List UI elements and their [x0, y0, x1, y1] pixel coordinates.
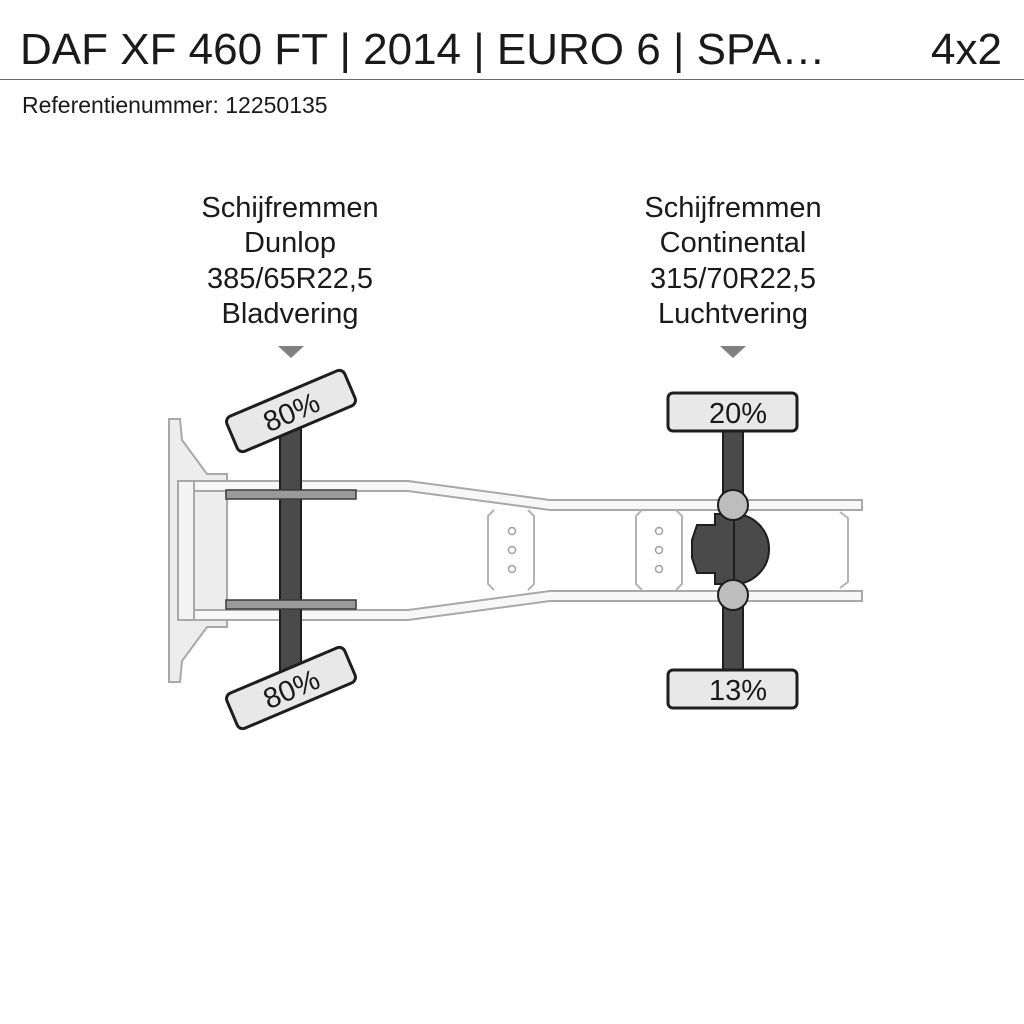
cross-member-middle [635, 509, 683, 591]
rear-axle-tire-size: 315/70R22,5 [649, 262, 817, 295]
reference-number: Referentienummer: 12250135 [22, 91, 328, 119]
front-bumper [168, 418, 228, 683]
front-axle-brakes: Schijfremmen [201, 192, 379, 224]
cross-member-rear [839, 511, 849, 589]
front-leaf-spring-right [225, 599, 357, 610]
rear-axle-tire-brand: Continental [659, 227, 807, 260]
rear-tire-right: 13% [666, 668, 799, 710]
axle-configuration: 4x2 [931, 25, 1002, 74]
front-axle-tire-brand: Dunlop [244, 227, 336, 260]
front-axle-pointer-icon [278, 346, 304, 358]
cross-member-front [487, 509, 535, 591]
front-axle [225, 427, 357, 679]
differential-housing [691, 513, 735, 585]
rear-right-tire-wear: 13% [709, 675, 767, 707]
air-bag-left [717, 489, 749, 521]
vehicle-title: DAF XF 460 FT | 2014 | EURO 6 | SPA… [20, 25, 826, 74]
front-axle-suspension: Bladvering [221, 297, 359, 330]
rear-axle-pointer-icon [720, 346, 746, 358]
rear-axle-info: Schijfremmen Continental 315/70R22,5 Luc… [573, 191, 893, 332]
reference-label: Referentienummer: [22, 92, 219, 118]
front-axle-tire-size: 385/65R22,5 [206, 262, 374, 295]
header-bar: DAF XF 460 FT | 2014 | EURO 6 | SPA… 4x2 [0, 0, 1024, 80]
rear-axle-brakes: Schijfremmen [644, 192, 822, 224]
air-bag-right [717, 579, 749, 611]
rear-axle [691, 427, 770, 673]
rear-axle-suspension: Luchtvering [658, 297, 808, 330]
rear-left-tire-wear: 20% [709, 398, 767, 430]
reference-value: 12250135 [225, 92, 328, 118]
rear-tire-left: 20% [666, 391, 799, 433]
front-axle-info: Schijfremmen Dunlop 385/65R22,5 Bladveri… [130, 191, 450, 332]
front-leaf-spring-left [225, 489, 357, 500]
front-tire-right: 80% [225, 645, 357, 731]
